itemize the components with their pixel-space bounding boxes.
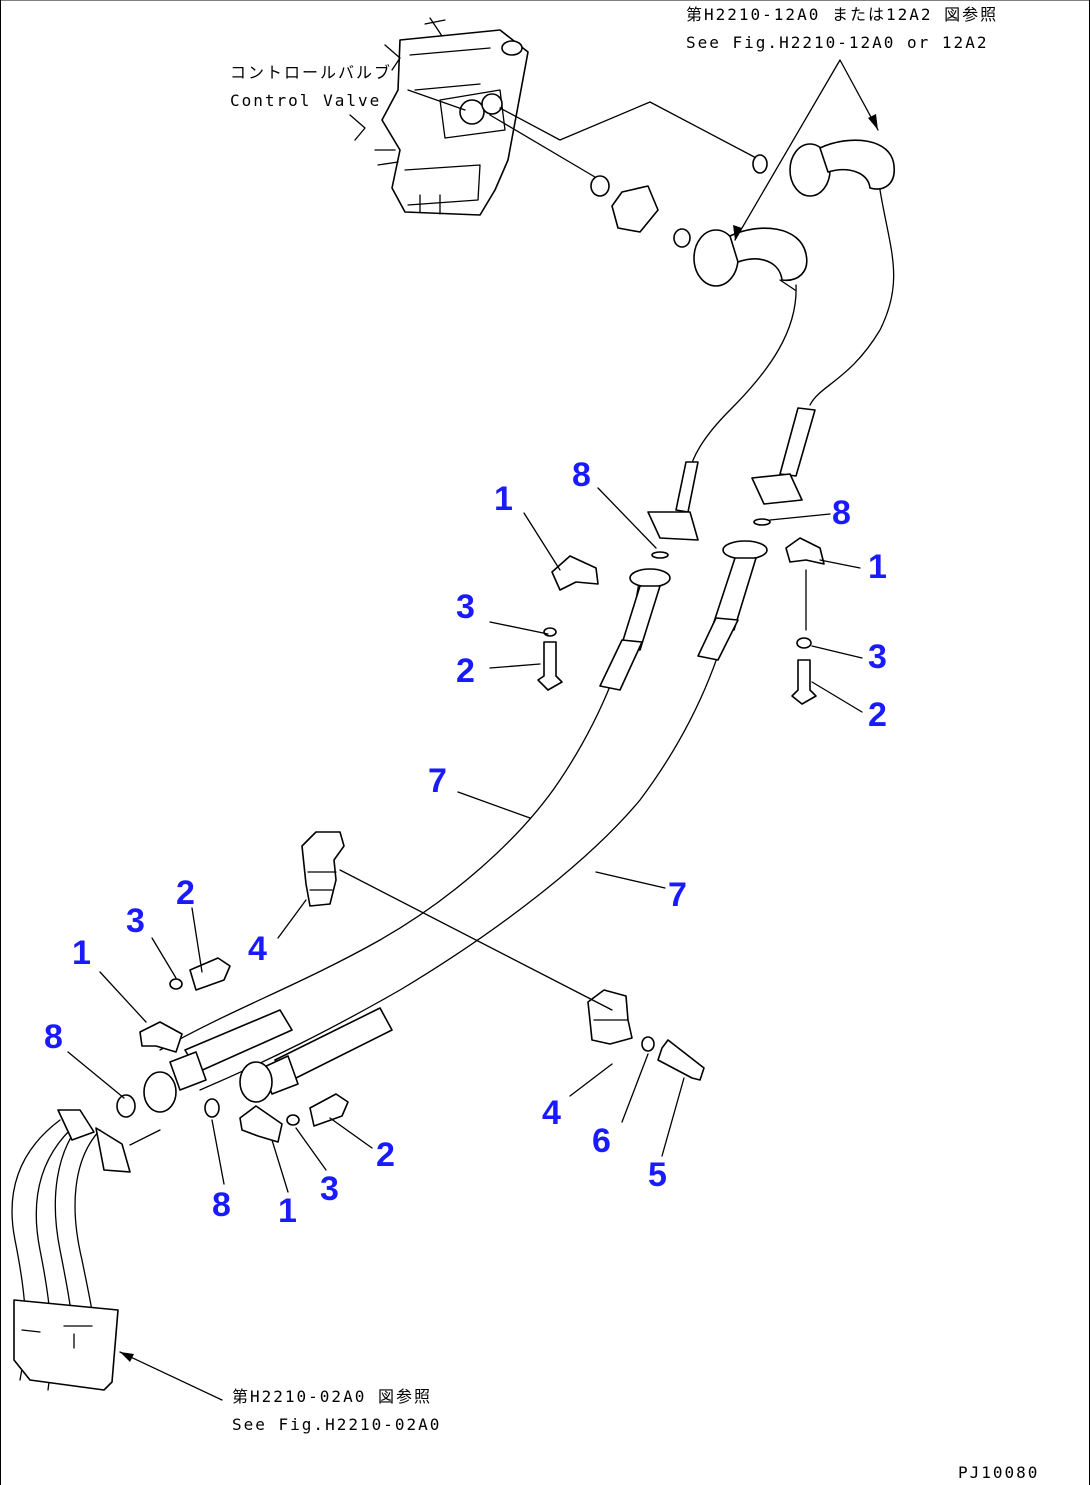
split-flange-upper-left <box>647 511 699 541</box>
washer-3-lower-right <box>286 1114 300 1126</box>
callout-8: 8 <box>572 456 591 494</box>
callout-3: 3 <box>320 1170 339 1208</box>
split-flange-half-1-upper-left <box>551 555 599 591</box>
o-ring-8-upper-right <box>753 518 771 526</box>
callout-3: 3 <box>868 638 887 676</box>
upper-hose-right <box>809 189 895 406</box>
split-flange-half-1-lower-left <box>139 1021 183 1053</box>
clamp-axis-line <box>339 869 613 1011</box>
callout-1: 1 <box>72 934 91 972</box>
hose-7-left-line <box>159 574 641 1051</box>
callout-2: 2 <box>868 696 887 734</box>
bolt-2-lower-right <box>309 1093 349 1127</box>
callout-4: 4 <box>248 930 267 968</box>
adapter-nut <box>611 185 659 233</box>
valve-port-line-2 <box>499 101 761 161</box>
callout-1: 1 <box>494 480 513 518</box>
callout-4: 4 <box>542 1094 561 1132</box>
o-ring-mid <box>673 228 691 248</box>
control-valve <box>349 17 529 216</box>
callout-3: 3 <box>456 588 475 626</box>
bottom-reference-leader <box>119 1351 223 1401</box>
drawing-code: PJ10080 <box>958 1463 1039 1482</box>
callout-1: 1 <box>278 1192 297 1230</box>
hose-7-right-line <box>199 544 746 1091</box>
top-reference-label-en: See Fig.H2210-12A0 or 12A2 <box>686 33 988 52</box>
o-ring-top <box>590 175 610 197</box>
callout-2: 2 <box>376 1136 395 1174</box>
washer-3-upper-left <box>543 627 557 637</box>
top-reference-label-jp: 第H2210-12A0 または12A2 図参照 <box>686 5 998 24</box>
hose-clamp-4-upper <box>301 831 345 907</box>
hose-7-left-lower-end <box>143 1009 293 1113</box>
control-valve-leader <box>407 89 466 111</box>
callout-2: 2 <box>176 874 195 912</box>
bolt-2-lower-left <box>189 957 231 991</box>
tube-stub-line <box>129 1129 161 1146</box>
arrowhead-2 <box>868 114 878 130</box>
bolt-5 <box>657 1039 705 1081</box>
bottom-reference-label-jp: 第H2210-02A0 図参照 <box>232 1387 432 1406</box>
callout-7: 7 <box>428 762 447 800</box>
callout-leaders <box>67 487 863 1193</box>
callout-8: 8 <box>212 1186 231 1224</box>
callout-8: 8 <box>44 1018 63 1056</box>
callout-1: 1 <box>868 548 887 586</box>
callout-3: 3 <box>126 902 145 940</box>
washer-6 <box>641 1036 655 1052</box>
elbow-fitting-right <box>789 139 895 197</box>
washer-3-lower-left <box>169 978 183 990</box>
arrowhead-3 <box>120 1352 134 1362</box>
hose-7-left-upper-end <box>599 568 671 691</box>
o-ring-8-upper-left <box>651 551 669 559</box>
hose-sleeve-upper-right <box>779 407 816 477</box>
callout-8: 8 <box>832 494 851 532</box>
callout-6: 6 <box>592 1122 611 1160</box>
bolt-2-upper-right <box>791 659 817 705</box>
o-ring-8-lower-right <box>204 1098 220 1118</box>
callout-5: 5 <box>648 1156 667 1194</box>
elbow-fitting-left <box>693 227 808 291</box>
bottom-reference-label-en: See Fig.H2210-02A0 <box>232 1415 441 1434</box>
o-ring-8-lower-left <box>116 1094 136 1118</box>
valve-port-line-1 <box>489 114 601 181</box>
upper-hose-left <box>689 284 797 471</box>
split-flange-half-1-lower-right <box>239 1105 283 1143</box>
lower-reference-tubes <box>11 1109 131 1391</box>
arrowhead-1 <box>733 225 742 240</box>
split-flange-half-1-upper-right <box>785 537 825 565</box>
control-valve-label-jp: コントロールバルブ <box>230 63 392 82</box>
callout-2: 2 <box>456 652 475 690</box>
hose-7-right-upper-end <box>697 540 768 661</box>
hose-7-right-lower-end <box>239 1007 393 1103</box>
hose-sleeve-upper-left <box>675 461 699 513</box>
washer-3-upper-right <box>796 637 812 649</box>
control-valve-label-en: Control Valve <box>230 91 381 110</box>
split-flange-upper-right <box>751 473 803 505</box>
bolt-2-upper-left <box>537 641 563 691</box>
callout-7: 7 <box>668 876 687 914</box>
hose-clamp-4-lower <box>587 989 633 1045</box>
o-ring-top-right <box>752 154 768 174</box>
